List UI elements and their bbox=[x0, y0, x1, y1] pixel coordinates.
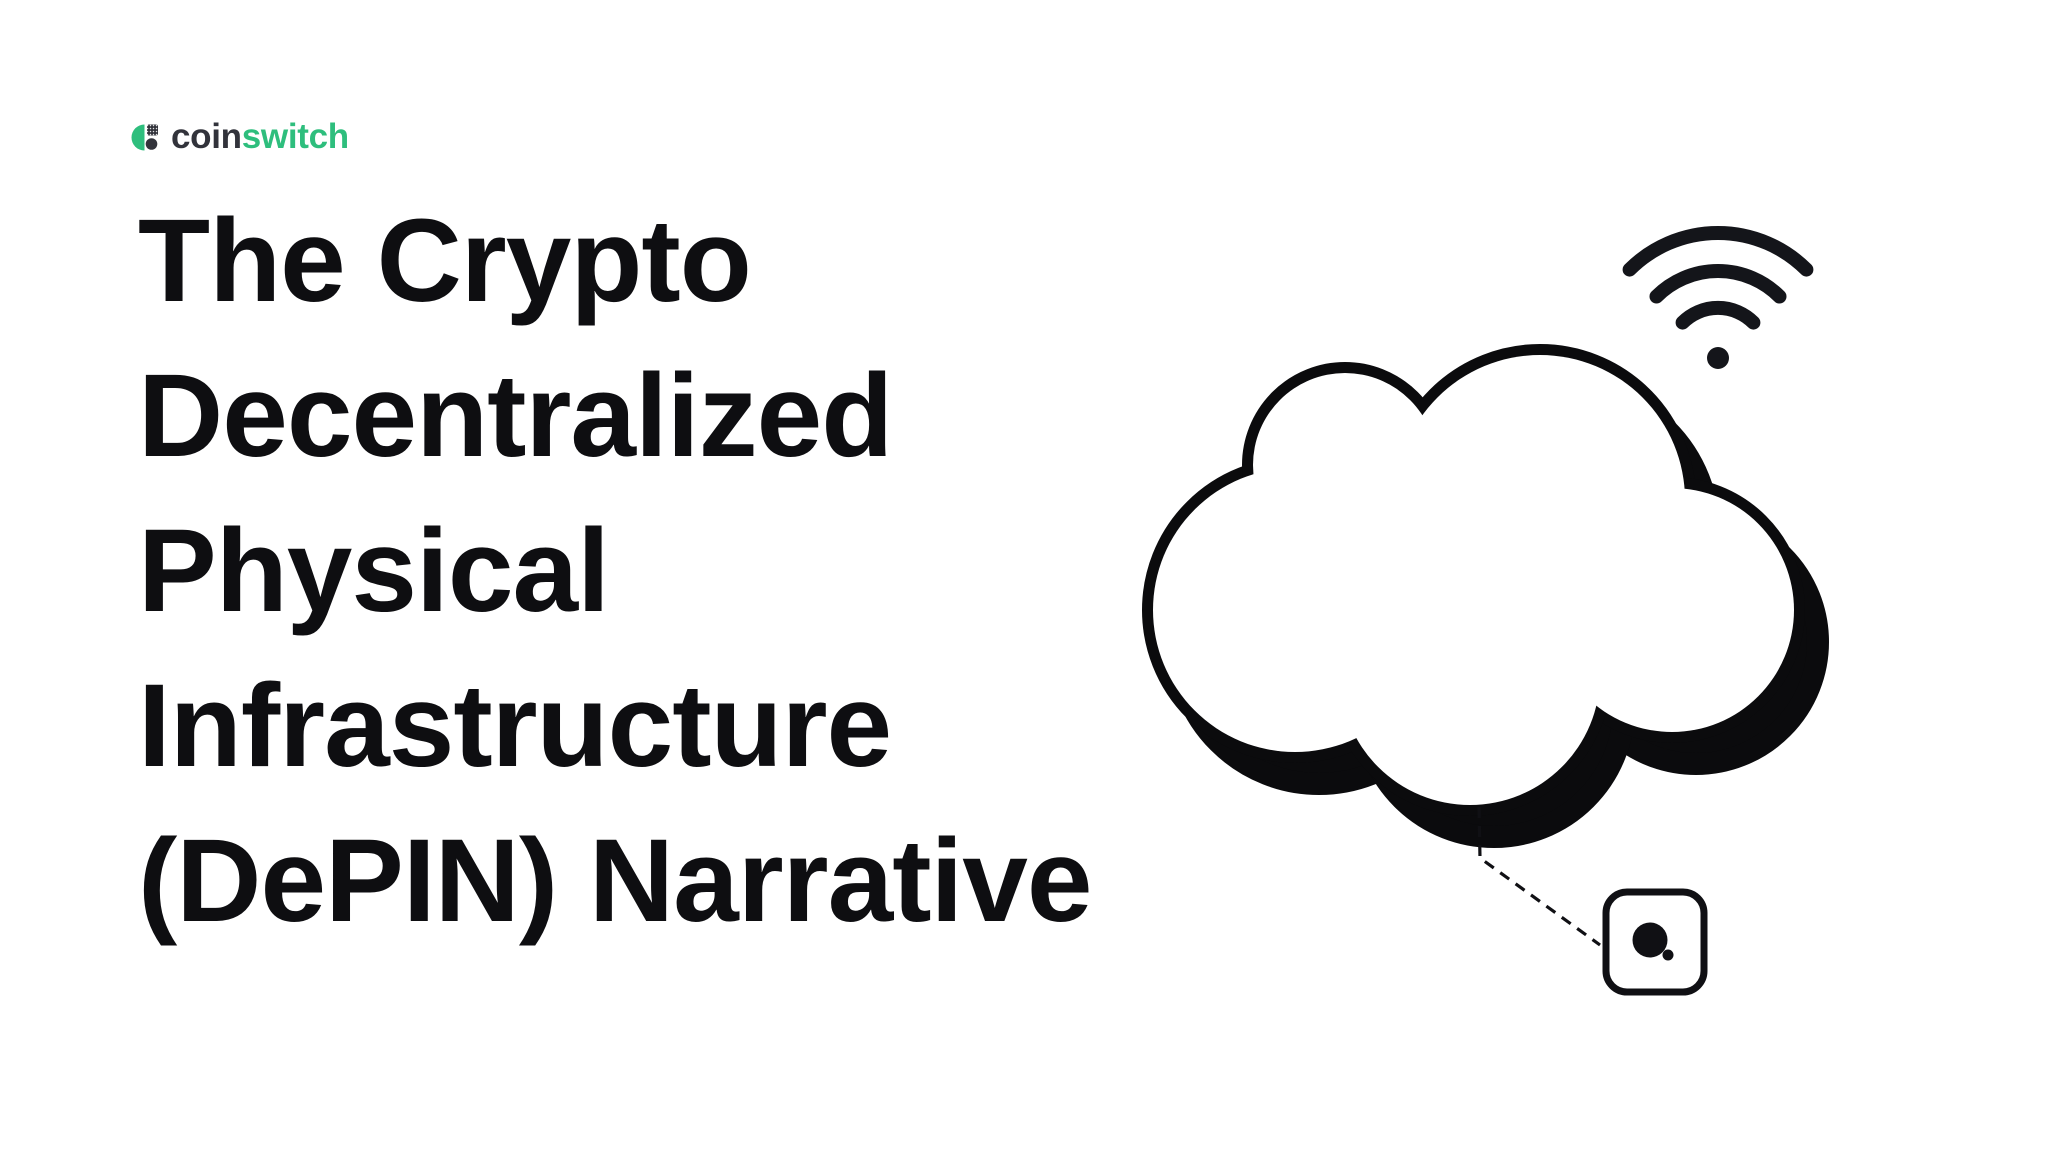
coinswitch-logo: coinswitch bbox=[131, 119, 349, 154]
page-title: The Crypto Decentralized Physical Infras… bbox=[138, 184, 1168, 959]
iot-device-icon bbox=[1602, 888, 1708, 996]
coinswitch-mark-icon bbox=[131, 124, 158, 150]
logo-text-switch: switch bbox=[241, 117, 349, 156]
wifi-icon bbox=[1622, 225, 1814, 369]
cloud-icon bbox=[1142, 344, 1829, 848]
title-line-2: Decentralized bbox=[138, 350, 893, 482]
title-line-3: Physical bbox=[138, 505, 610, 637]
title-line-1: The Crypto bbox=[138, 195, 752, 327]
title-line-5: (DePIN) Narrative bbox=[138, 815, 1093, 947]
coinswitch-logo-text: coinswitch bbox=[171, 119, 349, 154]
title-line-4: Infrastructure bbox=[138, 660, 892, 792]
logo-text-coin: coin bbox=[171, 117, 242, 156]
